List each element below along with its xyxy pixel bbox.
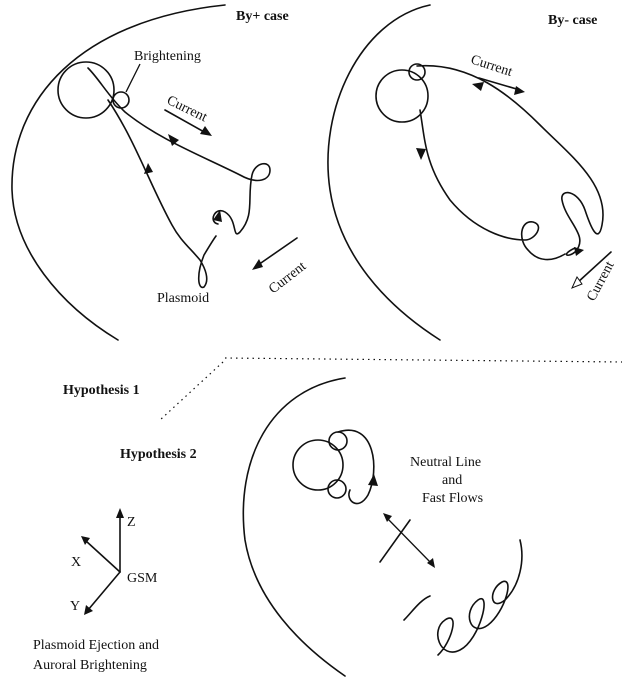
label-hypothesis-2: Hypothesis 2 — [120, 447, 197, 462]
panel-hypothesis-2 — [243, 378, 522, 676]
axis-label-gsm: GSM — [127, 571, 158, 586]
field-arrow-upper — [472, 82, 484, 91]
field-arrow-lower — [416, 148, 426, 160]
label-fast-flows: Fast Flows — [422, 491, 483, 506]
label-current-by-plus-top: Current — [164, 93, 209, 125]
fast-flow-arrow-up — [383, 513, 392, 522]
label-neutral-and: and — [442, 473, 462, 488]
current-arrow-bottom — [258, 238, 297, 265]
label-hypothesis-1: Hypothesis 1 — [63, 383, 140, 398]
divider-horizontal — [225, 358, 622, 362]
field-line-lower — [108, 100, 216, 287]
label-current-by-minus-bottom: Current — [584, 259, 617, 304]
hypothesis-divider — [160, 358, 622, 420]
caption-line-1: Plasmoid Ejection and — [33, 638, 159, 653]
current-arrow-top-head — [514, 86, 525, 95]
brightening-spot-top — [329, 432, 347, 450]
axis-z-head — [116, 508, 124, 518]
label-brightening: Brightening — [134, 49, 201, 64]
field-line-upper — [417, 66, 603, 256]
divider-diagonal — [160, 362, 223, 420]
title-by-minus: By- case — [548, 13, 597, 28]
label-current-by-plus-bottom: Current — [266, 259, 309, 297]
earth-circle — [293, 440, 343, 490]
panel-by-minus — [328, 5, 611, 340]
current-arrow-bottom-head — [572, 277, 582, 288]
axis-label-y: Y — [70, 599, 80, 614]
magnetopause-boundary — [328, 5, 440, 340]
label-neutral-line: Neutral Line — [410, 455, 481, 470]
field-line-lower — [420, 110, 565, 260]
axis-y — [88, 572, 120, 610]
gsm-axes — [81, 508, 124, 615]
title-by-plus: By+ case — [236, 9, 289, 24]
field-arrow-plasmoid — [574, 247, 584, 256]
magnetopause-boundary — [243, 378, 345, 676]
brightening-leader — [126, 64, 140, 92]
field-line-upper — [88, 68, 270, 234]
fast-flow-axis — [386, 517, 432, 564]
label-current-by-minus-top: Current — [469, 53, 514, 81]
brightening-spot — [113, 92, 129, 108]
axis-x — [86, 541, 120, 572]
caption-line-2: Auroral Brightening — [33, 658, 147, 673]
axis-label-x: X — [71, 555, 81, 570]
current-arrow-bottom-head — [252, 259, 263, 270]
plasmoid-helix-tail — [404, 596, 430, 620]
brightening-spot-bottom — [328, 480, 346, 498]
plasmoid-helix — [438, 540, 522, 655]
current-arrow-top — [479, 78, 520, 90]
axis-label-z: Z — [127, 515, 136, 530]
label-plasmoid: Plasmoid — [157, 291, 209, 306]
